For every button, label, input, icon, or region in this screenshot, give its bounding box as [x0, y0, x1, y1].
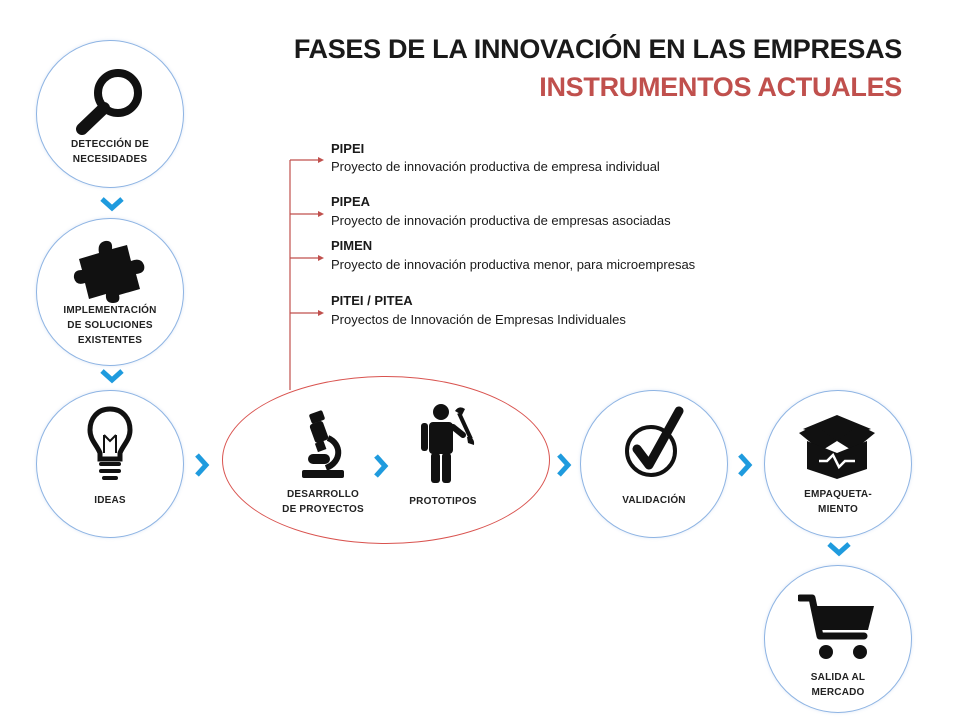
page-title: FASES DE LA INNOVACIÓN EN LAS EMPRESAS — [293, 34, 902, 64]
instrument-code-pitei-pitea: PITEI / PITEA — [331, 293, 413, 308]
lightbulb-icon — [87, 406, 133, 480]
microscope-icon — [302, 410, 344, 478]
phase-market-label-2: MERCADO — [811, 687, 865, 698]
phase-development-label-1: DESARROLLO — [287, 489, 359, 500]
phase-packaging-label-2: MIENTO — [818, 504, 858, 515]
phase-prototypes-label: PROTOTIPOS — [409, 496, 477, 507]
phase-validation: VALIDACIÓN — [580, 390, 728, 538]
chevron-right-icon — [557, 453, 572, 477]
magnifier-icon — [76, 69, 142, 135]
instrument-code-pipea: PIPEA — [331, 194, 371, 209]
phase-market: SALIDA AL MERCADO — [764, 565, 912, 713]
chevron-down-icon — [100, 197, 124, 212]
phase-ideas-label: IDEAS — [94, 495, 126, 506]
chevron-down-icon — [827, 542, 851, 557]
chevron-right-icon — [738, 453, 753, 477]
chevron-right-icon — [374, 454, 389, 478]
phase-packaging-label-1: EMPAQUETA- — [804, 489, 872, 500]
instrument-desc-pitei-pitea: Proyectos de Innovación de Empresas Indi… — [331, 312, 626, 327]
phase-implementation-label-1: IMPLEMENTACIÓN — [63, 305, 157, 316]
phase-market-label-1: SALIDA AL — [810, 672, 866, 683]
box-icon — [799, 415, 875, 479]
phase-implementation-label-3: EXISTENTES — [77, 335, 143, 346]
phase-ideas: IDEAS — [36, 390, 184, 538]
instrument-desc-pipea: Proyecto de innovación productiva de emp… — [331, 213, 671, 228]
phase-packaging: EMPAQUETA- MIENTO — [764, 390, 912, 538]
development-prototypes-group: DESARROLLO DE PROYECTOS PROTOTIPOS — [222, 376, 550, 544]
checkmark-icon — [625, 406, 684, 477]
phase-development-label-2: DE PROYECTOS — [282, 504, 364, 515]
chevron-down-icon — [100, 369, 124, 384]
phase-detection: DETECCIÓN DE NECESIDADES — [36, 40, 184, 188]
chevron-right-icon — [195, 453, 210, 477]
phase-implementation-label-2: DE SOLUCIONES — [67, 320, 153, 331]
phase-implementation: IMPLEMENTACIÓN DE SOLUCIONES EXISTENTES — [36, 218, 184, 366]
phase-validation-label: VALIDACIÓN — [622, 495, 686, 506]
instrument-desc-pimen: Proyecto de innovación productiva menor,… — [331, 257, 696, 272]
phase-detection-label-1: DETECCIÓN DE — [71, 139, 149, 150]
worker-icon — [421, 404, 475, 483]
instrument-desc-pipei: Proyecto de innovación productiva de emp… — [331, 159, 660, 174]
cart-icon — [798, 594, 874, 659]
page-subtitle: INSTRUMENTOS ACTUALES — [539, 72, 902, 102]
puzzle-icon — [73, 240, 145, 303]
instrument-code-pipei: PIPEI — [331, 141, 365, 156]
instrument-code-pimen: PIMEN — [331, 238, 373, 253]
phase-detection-label-2: NECESIDADES — [72, 154, 148, 165]
